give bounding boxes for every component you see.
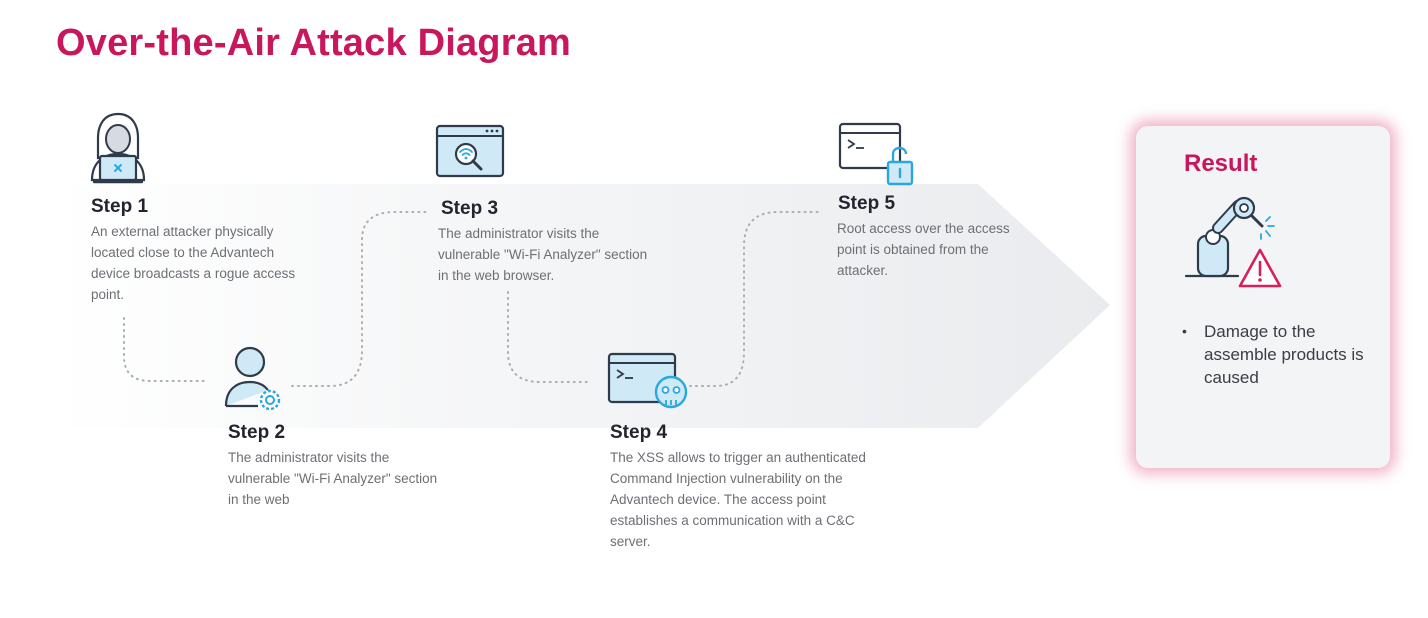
dotted-connectors	[123, 211, 823, 387]
result-item: Damage to the assemble products is cause…	[1180, 320, 1370, 389]
step-5-description: Root access over the access point is obt…	[837, 221, 1010, 278]
result-card: Result Damage to the assemble products i…	[1136, 126, 1390, 468]
step-2-title: Step 2	[228, 422, 286, 443]
terminal-skull-icon	[607, 352, 688, 409]
robot-arm-warning-icon	[1184, 196, 1282, 288]
connector-4-5	[689, 211, 823, 387]
page-title: Over-the-Air Attack Diagram	[56, 22, 572, 64]
step-2-description: The administrator visits the vulnerable …	[228, 450, 438, 507]
connector-2-3	[291, 211, 431, 387]
step-3-description: The administrator visits the vulnerable …	[438, 226, 648, 283]
result-list: Damage to the assemble products is cause…	[1180, 320, 1370, 389]
admin-user-gear-icon	[224, 346, 281, 411]
arrow-band	[55, 184, 1110, 428]
step-4-title: Step 4	[610, 422, 668, 443]
step-4-description: The XSS allows to trigger an authenticat…	[610, 450, 866, 549]
terminal-unlocked-icon	[838, 122, 914, 186]
step-1-title: Step 1	[91, 196, 149, 217]
browser-wifi-search-icon	[435, 124, 505, 178]
step-1-description: An external attacker physically located …	[91, 224, 296, 302]
step-5-title: Step 5	[838, 193, 896, 214]
result-title: Result	[1184, 150, 1258, 177]
step-3-title: Step 3	[441, 198, 499, 219]
connector-1-2	[123, 317, 206, 382]
hooded-attacker-laptop-icon	[90, 112, 146, 184]
connector-3-4	[507, 291, 591, 383]
